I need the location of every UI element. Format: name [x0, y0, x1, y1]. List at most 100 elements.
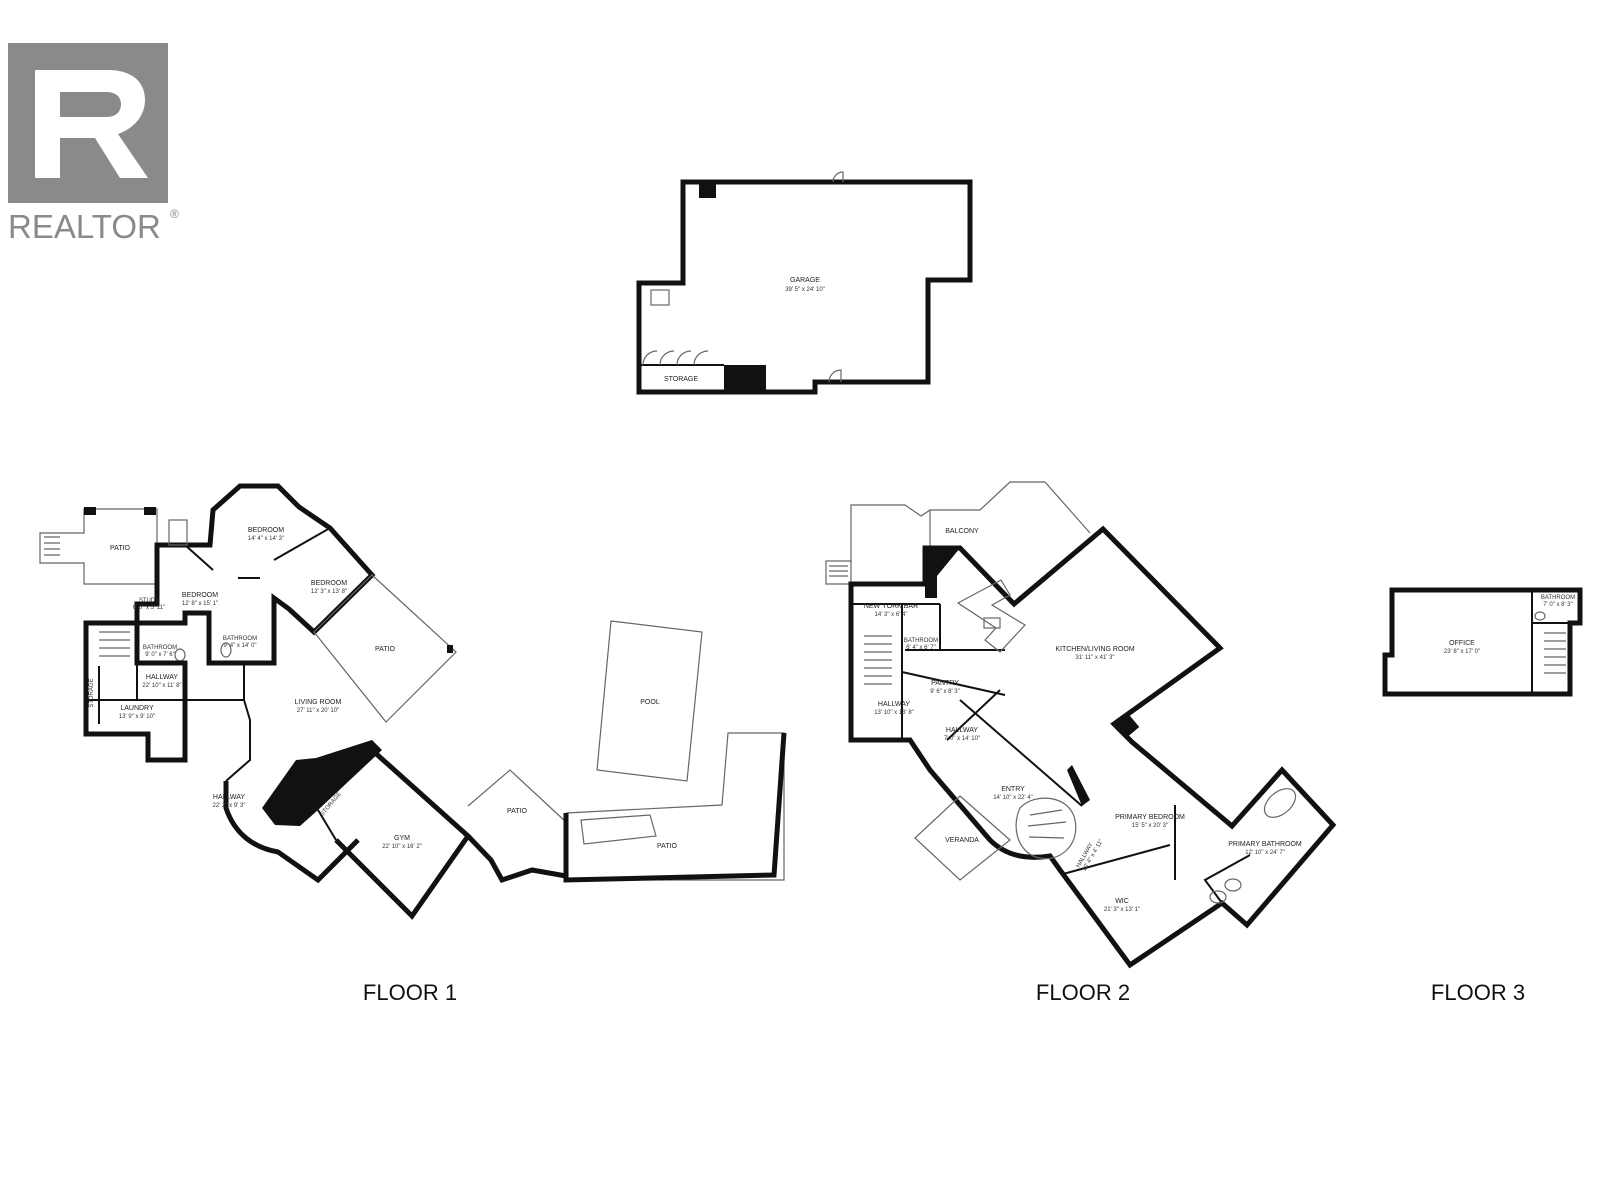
f1-bathroom-a-label: BATHROOM: [143, 645, 177, 651]
f1-stair-wall-block: [262, 740, 382, 826]
f1-living-label: LIVING ROOM: [295, 699, 342, 706]
garage-door-swing: [832, 171, 844, 183]
f1-pool-label: POOL: [640, 699, 660, 706]
f1-planter: [580, 814, 657, 845]
f1-laundry-dim: 13' 9" x 9' 10": [119, 714, 155, 720]
f1-wall: [273, 527, 331, 561]
f1-pool-outline: [596, 620, 703, 782]
f2-hallway-a-label: HALLWAY: [878, 701, 910, 708]
f1-hallway-a-dim: 22' 10" x 11' 8": [142, 683, 181, 689]
f1-post: [447, 645, 453, 653]
garage-dim: 39' 5" x 24' 10": [785, 287, 825, 293]
f2-sink: [1224, 878, 1242, 892]
f2-primary-bath-dim: 12' 10" x 24' 7": [1245, 850, 1285, 856]
f1-west-wing-walls: [83, 620, 188, 763]
f2-bathroom-dim: 6' 4" x 6' 7": [906, 645, 936, 651]
garage-sink: [650, 289, 670, 306]
f1-bedroom-right-dim: 12' 3" x 13' 8": [311, 589, 347, 595]
f2-veranda-label: VERANDA: [945, 837, 979, 844]
floor1-plan: PATIO BEDROOM 14' 4" x 14' 3" BEDROOM 12…: [39, 483, 787, 1005]
f2-kitchen-label: KITCHEN/LIVING ROOM: [1055, 646, 1135, 653]
f1-gym-label: GYM: [394, 835, 410, 842]
f3-stairs: [1544, 632, 1566, 674]
realtor-logo[interactable]: REALTOR ®: [8, 43, 179, 245]
f3-interior-walls: [1531, 590, 1570, 694]
garage-walls: [636, 179, 973, 395]
f1-toilet: [220, 642, 232, 658]
f2-primary-bath-label: PRIMARY BATHROOM: [1228, 841, 1302, 848]
realtor-r-glyph: [35, 70, 148, 178]
f2-stairs: [864, 635, 892, 685]
f1-living-dim: 27' 11" x 20' 10": [297, 708, 339, 714]
f1-bathroom-b-dim: 9' 4" x 14' 0": [224, 643, 257, 649]
f2-sink: [1209, 890, 1227, 904]
f1-study-dim: 6' 0" x 5' 11": [133, 605, 165, 611]
f1-patio-se-outline: [565, 732, 785, 881]
f1-laundry-label: LAUNDRY: [120, 705, 154, 712]
f1-post: [84, 507, 96, 515]
f2-bathtub: [1263, 788, 1297, 818]
f2-sink: [983, 617, 1001, 629]
f2-hallway-b-dim: 7' 0" x 14' 10": [944, 736, 980, 742]
f1-patio-nw-outline: [39, 508, 158, 585]
f2-balcony-outline: [850, 481, 1091, 563]
f2-primary-bed-label: PRIMARY BEDROOM: [1115, 814, 1185, 821]
f2-primary-bed-dim: 15' 5" x 20' 3": [1132, 823, 1168, 829]
f2-newyorkbar-label: NEW YORK BAR: [864, 603, 918, 610]
f1-bedroom-block-walls: [134, 483, 376, 666]
f1-toilet: [174, 648, 186, 662]
f2-column: [1116, 714, 1140, 738]
f1-south-wall: [223, 781, 360, 884]
f2-balcony-label: BALCONY: [945, 528, 979, 535]
garage-label: GARAGE: [790, 277, 820, 284]
f1-living-walls: [185, 663, 251, 782]
f3-office-label: OFFICE: [1449, 640, 1475, 647]
f3-toilet: [1534, 611, 1546, 621]
f1-gym-dim: 22' 10" x 16' 2": [382, 844, 422, 850]
f1-patio-se-label: PATIO: [657, 843, 678, 850]
registered-mark: ®: [170, 207, 179, 221]
garage-storage-doors: [642, 350, 709, 366]
f1-hallway-a-label: HALLWAY: [146, 674, 178, 681]
f1-hallway-b-label: HALLWAY: [213, 794, 245, 801]
f1-stairs-small: [168, 519, 188, 546]
f1-patio-small-outline: [467, 769, 567, 823]
f1-patio-small-walls: [466, 822, 569, 884]
f2-wic-dim: 21' 3" x 13' 1": [1104, 907, 1140, 913]
f2-hallway-b-label: HALLWAY: [946, 727, 978, 734]
floor2-label: FLOOR 2: [1036, 980, 1130, 1005]
f2-entry-label: ENTRY: [1001, 786, 1025, 793]
f1-stairs-west: [99, 631, 130, 657]
f3-office-dim: 23' 8" x 17' 0": [1444, 649, 1480, 655]
f1-patio-se-walls: [563, 732, 787, 883]
garage-side-door-swing: [828, 369, 842, 383]
f2-wall-block: [1067, 765, 1090, 806]
f3-bathroom-label: BATHROOM: [1541, 595, 1575, 601]
garage-plan: GARAGE 39' 5" x 24' 10" STORAGE: [636, 171, 973, 395]
f1-patio-mid-outline: [313, 574, 457, 723]
f2-kitchen-island: [956, 579, 1026, 653]
f1-hallway-b-dim: 22' 2" x 9' 3": [213, 803, 246, 809]
f1-study-label: STUDY: [139, 598, 159, 604]
f2-entry-dim: 14' 10" x 22' 4": [993, 795, 1033, 801]
f2-steps: [825, 560, 852, 585]
f1-bedroom-top-dim: 14' 4" x 14' 3": [248, 536, 284, 542]
f1-wall: [184, 544, 214, 571]
f1-bedroom-top-label: BEDROOM: [248, 527, 284, 534]
f1-post: [144, 507, 156, 515]
f1-patio-steps: [44, 536, 60, 556]
f1-bathroom-b-label: BATHROOM: [223, 636, 257, 642]
f1-patio-mid-label: PATIO: [375, 646, 396, 653]
f2-suite-walls: [1062, 805, 1251, 904]
floor2-plan: BALCONY VERANDA NEW YORK BAR 14' 3" x 6'…: [825, 481, 1337, 1005]
f2-bathroom-label: BATHROOM: [904, 638, 938, 644]
f2-kitchen-dim: 31' 11" x 41' 3": [1075, 655, 1114, 661]
floor3-plan: OFFICE 23' 8" x 17' 0" BATHROOM 7' 0" x …: [1382, 587, 1583, 1005]
f1-bedroom-left-label: BEDROOM: [182, 592, 218, 599]
f1-bedroom-right-label: BEDROOM: [311, 580, 347, 587]
f2-pantry-label: PANTRY: [931, 680, 959, 687]
f1-west-wing-interior: [86, 663, 185, 724]
f2-curved-stairs: [1015, 797, 1077, 860]
floor3-label: FLOOR 3: [1431, 980, 1525, 1005]
